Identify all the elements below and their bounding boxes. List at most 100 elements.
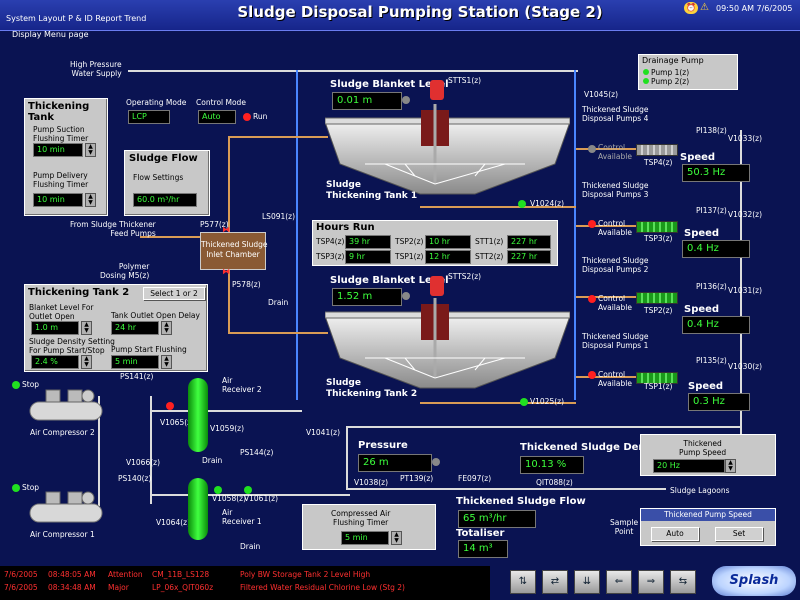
air-compressor-2-icon[interactable] (28, 388, 104, 422)
suction-timer-stepper[interactable]: ▲▼ (85, 143, 96, 157)
nav-forward-button[interactable]: ⇒ (638, 570, 664, 594)
ls091-label: LS091(z) (262, 212, 296, 221)
auto-button[interactable]: Auto (651, 527, 699, 541)
alarm-banner[interactable]: 7/6/2005 08:48:05 AM Attention CM_11B_LS… (0, 566, 490, 600)
stts2-motor-icon[interactable] (430, 276, 444, 296)
hours-tsp1-label: TSP1(z) (395, 252, 424, 261)
thickened-pump-speed-panel: Thickened Pump Speed Auto Set (640, 508, 776, 546)
flow-value: 65 m³/hr (458, 510, 536, 528)
comp2-stop-indicator-icon (12, 381, 20, 389)
pump3-icon[interactable] (636, 221, 678, 233)
density-setting-value[interactable]: 2.4 % (31, 355, 79, 369)
blanket-setting-value[interactable]: 1.0 m (31, 321, 79, 335)
v1041-label: V1041(z) (306, 428, 341, 437)
pump3-valve-label: V1032(z) (728, 210, 763, 219)
display-menu-link[interactable]: Display Menu page (12, 30, 89, 39)
hours-tsp4-label: TSP4(z) (316, 237, 345, 246)
thickening-tank-1-icon[interactable] (324, 104, 571, 196)
nav-trend-button[interactable]: ⇆ (670, 570, 696, 594)
pump1-pi-label: PI135(z) (696, 356, 727, 365)
density-setting-stepper[interactable]: ▲▼ (81, 355, 92, 369)
delivery-timer-stepper[interactable]: ▲▼ (85, 193, 96, 207)
pump1-name: Thickened Sludge Disposal Pumps 1 (582, 332, 649, 350)
delivery-timer-value[interactable]: 10 min (33, 193, 83, 207)
drain-pump1-label: Pump 1(z) (651, 68, 690, 77)
drain-label-inlet: Drain (268, 298, 289, 307)
alarm-type: Major (108, 583, 129, 592)
p577-valve-icon[interactable]: ⧓ (222, 225, 230, 234)
pump1-control-indicator-icon (588, 371, 596, 379)
pump1-icon[interactable] (636, 372, 678, 384)
blanket-setting-stepper[interactable]: ▲▼ (81, 321, 92, 335)
blanket-1-indicator-icon (402, 96, 410, 104)
suction-timer-value[interactable]: 10 min (33, 143, 83, 157)
top-menu[interactable]: System Layout P & ID Report Trend (6, 14, 147, 23)
air-compressor-1-icon[interactable] (28, 490, 104, 524)
hours-tsp4-value: 39 hr (345, 235, 391, 249)
totaliser-value: 14 m³ (458, 540, 508, 558)
compressed-air-label: Compressed Air Flushing Timer (331, 509, 391, 527)
control-mode-label: Control Mode (196, 98, 246, 107)
pressure-value: 26 m (358, 454, 432, 472)
compressed-air-stepper[interactable]: ▲▼ (391, 531, 402, 545)
p578-label: P578(z) (232, 280, 261, 289)
warning-icon[interactable]: ⚠ (700, 2, 709, 13)
inlet-chamber[interactable]: Thickened Sludge Inlet Chamber (200, 232, 267, 270)
sample-point-label: Sample Point (610, 518, 639, 536)
alarm-time: 08:48:05 AM (48, 570, 96, 579)
pump4-pi-label: PI138(z) (696, 126, 727, 135)
nav-system-button[interactable]: ⇅ (510, 570, 536, 594)
page-title: Sludge Disposal Pumping Station (Stage 2… (237, 3, 603, 21)
nav-layout-button[interactable]: ⇄ (542, 570, 568, 594)
flow-settings-value[interactable]: 60.0 m³/hr (133, 193, 197, 207)
pump-speed-stepper[interactable]: ▲▼ (725, 459, 736, 473)
pump-speed-panel: Thickened Pump Speed 20 Hz ▲▼ (640, 434, 776, 476)
air-receiver-2-icon[interactable] (188, 378, 208, 452)
p578-valve-icon[interactable]: ⧓ (222, 267, 230, 276)
alarm-row[interactable]: 7/6/2005 08:34:48 AM Major LP_06x_QIT060… (0, 583, 490, 594)
pump1-speed-label: Speed (688, 381, 724, 392)
hours-stt2-label: STT2(z) (475, 252, 504, 261)
v1025-label: V1025(z) (530, 397, 565, 406)
nav-back-button[interactable]: ⇐ (606, 570, 632, 594)
density-value: 10.13 % (520, 456, 584, 474)
pump2-icon[interactable] (636, 292, 678, 304)
nav-pid-button[interactable]: ⇊ (574, 570, 600, 594)
alarm-message: Filtered Water Residual Chlorine Low (St… (240, 583, 405, 592)
pump-speed-panel-value[interactable]: 20 Hz (653, 459, 725, 473)
pump3-pi-label: PI137(z) (696, 206, 727, 215)
drain-pump1-indicator-icon (643, 69, 649, 75)
air-receiver-1-icon[interactable] (188, 478, 208, 540)
drain-label-r1: Drain (240, 542, 261, 551)
stts1-label: STTS1(z) (448, 76, 482, 85)
outlet-delay-stepper[interactable]: ▲▼ (161, 321, 172, 335)
blanket-level-1-value: 0.01 m (332, 92, 402, 110)
pump1-speed-value: 0.3 Hz (688, 393, 750, 411)
v1058-label: V1058(z) (212, 494, 247, 503)
drainage-pump-title: Drainage Pump (642, 56, 704, 65)
ps144-label: PS144(z) (240, 448, 274, 457)
air-compressor-1-label: Air Compressor 1 (30, 530, 95, 539)
outlet-delay-value[interactable]: 24 hr (111, 321, 159, 335)
v1059-label: V1059(z) (210, 424, 245, 433)
compressed-air-value[interactable]: 5 min (341, 531, 389, 545)
alarm-clock-icon[interactable]: ⏰ (684, 2, 698, 14)
thickening-tank-2-icon[interactable] (324, 298, 571, 390)
set-button[interactable]: Set (715, 527, 763, 541)
stts1-motor-icon[interactable] (430, 80, 444, 100)
alarm-row[interactable]: 7/6/2005 08:48:05 AM Attention CM_11B_LS… (0, 570, 490, 581)
pressure-label: Pressure (358, 440, 408, 451)
delivery-timer-label: Pump Delivery Flushing Timer (33, 171, 89, 189)
hours-stt2-value: 227 hr (507, 250, 551, 264)
flush-period-stepper[interactable]: ▲▼ (161, 355, 172, 369)
qit088-label: QIT088(z) (536, 478, 573, 487)
operating-mode-value[interactable]: LCP (128, 110, 170, 124)
flush-period-value[interactable]: 5 min (111, 355, 159, 369)
blanket-level-2-label: Sludge Blanket Level (330, 275, 449, 286)
hours-tsp2-value: 10 hr (425, 235, 471, 249)
pump4-icon[interactable] (636, 144, 678, 156)
control-mode-value[interactable]: Auto (198, 110, 236, 124)
alarm-date: 7/6/2005 (4, 583, 38, 592)
select-tank-button[interactable]: Select 1 or 2 (143, 287, 205, 300)
pump1-valve-label: V1030(z) (728, 362, 763, 371)
